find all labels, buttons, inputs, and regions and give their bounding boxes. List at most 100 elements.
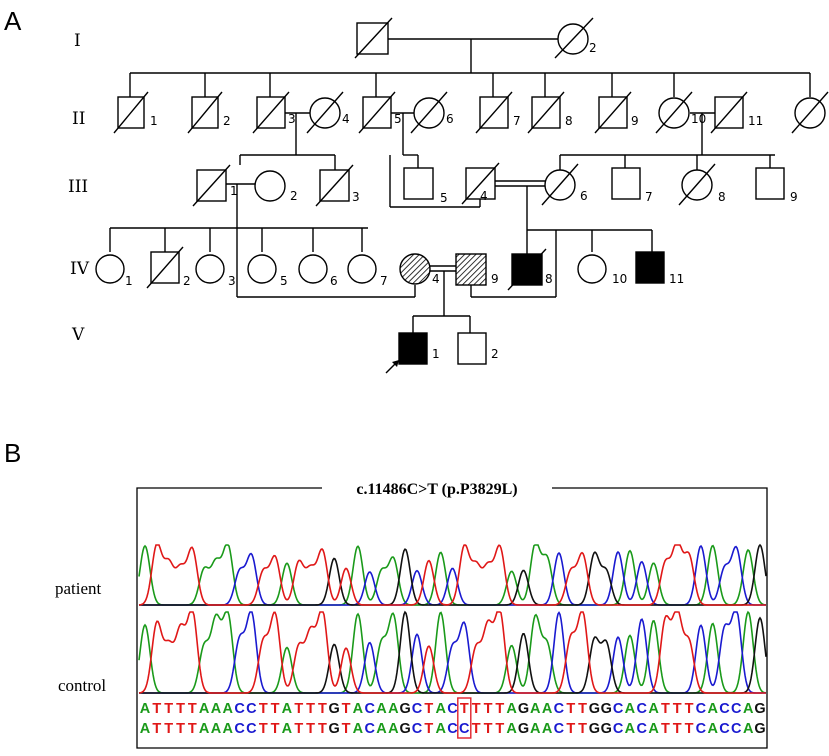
control-base-letter: T (164, 721, 173, 737)
patient-base-letter: C (246, 701, 257, 717)
patient-base-letter: A (376, 701, 387, 717)
II-11-number: 11 (748, 114, 763, 128)
patient-base-letter: T (259, 701, 268, 717)
II-1-number: 1 (150, 114, 158, 128)
control-trace-T (138, 611, 766, 694)
patient-base-letter: C (636, 701, 647, 717)
patient-base-letter: C (731, 701, 742, 717)
individual-numbers: 2 1 2 3 4 5 6 7 8 9 10 11 1 2 3 5 4 6 7 … (125, 41, 798, 361)
control-base-letter: T (188, 721, 197, 737)
control-base-letter: A (388, 721, 399, 737)
II-7-number: 7 (513, 114, 521, 128)
mutation-highlight-box (457, 697, 472, 739)
IV-1-female (95, 254, 125, 284)
IV-11-number: 11 (669, 272, 684, 286)
patient-base-letter: A (223, 701, 234, 717)
patient-base-letter: A (506, 701, 517, 717)
patient-base-letter: C (613, 701, 624, 717)
panel-b-label: B (4, 438, 21, 468)
patient-base-letter: T (152, 701, 161, 717)
III-7-number: 7 (645, 190, 653, 204)
patient-base-letter: A (211, 701, 222, 717)
patient-base-letter: G (754, 701, 765, 717)
patient-base-letter: C (719, 701, 730, 717)
II-6-number: 6 (446, 112, 454, 126)
II-4-number: 4 (342, 112, 350, 126)
II-2-number: 2 (223, 114, 231, 128)
IV-10-number: 10 (612, 272, 627, 286)
III-2-number: 2 (290, 189, 298, 203)
gen-label-III: III (68, 177, 88, 197)
chromatogram-box: c.11486C>T (p.P3829L) (136, 481, 768, 749)
IV-8-number: 8 (545, 272, 553, 286)
control-base-letter: C (234, 721, 245, 737)
control-base-letter: A (648, 721, 659, 737)
patient-base-letter: T (673, 701, 682, 717)
panel-a-label: A (4, 6, 22, 36)
control-base-letter: T (259, 721, 268, 737)
control-base-letter: C (636, 721, 647, 737)
patient-base-letter: C (447, 701, 458, 717)
IV-9-male-carrier (455, 253, 487, 286)
control-base-letter: T (484, 721, 493, 737)
control-base-letter: A (353, 721, 364, 737)
control-base-letter: A (211, 721, 222, 737)
patient-base-letter: G (329, 701, 340, 717)
patient-base-letter: T (188, 701, 197, 717)
control-base-letter: A (140, 721, 151, 737)
patient-base-letter: T (164, 701, 173, 717)
patient-base-letter: T (318, 701, 327, 717)
control-chromatogram-trace (138, 610, 767, 694)
control-base-letter: A (542, 721, 553, 737)
IV-3-female (195, 254, 225, 284)
patient-base-letter: A (707, 701, 718, 717)
control-base-letter: G (754, 721, 765, 737)
control-base-letter: T (306, 721, 315, 737)
IV-7-number: 7 (380, 274, 388, 288)
patient-base-letter: T (306, 701, 315, 717)
gen-label-V: V (71, 325, 85, 345)
patient-base-letter: G (601, 701, 612, 717)
patient-base-letter: T (484, 701, 493, 717)
control-base-letter: C (696, 721, 707, 737)
patient-base-letter: T (472, 701, 481, 717)
control-base-letter: G (400, 721, 411, 737)
patient-base-letter: T (685, 701, 694, 717)
mutation-title: c.11486C>T (p.P3829L) (356, 481, 517, 498)
patient-base-letter: T (271, 701, 280, 717)
control-base-letter: A (223, 721, 234, 737)
II-5-number: 5 (394, 112, 402, 126)
patient-base-letter: A (282, 701, 293, 717)
control-track-label: control (58, 676, 106, 695)
gen-label-I: I (74, 31, 81, 51)
control-base-letter: C (447, 721, 458, 737)
gen-label-IV: IV (70, 259, 90, 279)
patient-base-letter: C (554, 701, 565, 717)
IV-2-number: 2 (183, 274, 191, 288)
control-base-letter: G (329, 721, 340, 737)
control-base-letter: A (506, 721, 517, 737)
patient-chromatogram-trace (138, 543, 767, 606)
control-base-letter: A (376, 721, 387, 737)
control-base-letter: A (199, 721, 210, 737)
patient-base-letter: A (388, 701, 399, 717)
V-1-male-affected-proband (398, 332, 428, 365)
control-base-letter: A (743, 721, 754, 737)
control-base-letter: G (601, 721, 612, 737)
control-base-letter: C (613, 721, 624, 737)
control-base-letter: C (719, 721, 730, 737)
patient-base-letter: T (661, 701, 670, 717)
III-8-number: 8 (718, 190, 726, 204)
patient-base-letter: T (578, 701, 587, 717)
patient-base-letter: C (364, 701, 375, 717)
control-base-letter: T (342, 721, 351, 737)
II-8-number: 8 (565, 114, 573, 128)
control-base-letter: T (294, 721, 303, 737)
control-base-letter: T (685, 721, 694, 737)
patient-base-letter: G (589, 701, 600, 717)
IV-4-female-carrier (399, 253, 431, 285)
control-base-letter: A (707, 721, 718, 737)
V-2-male (457, 332, 487, 365)
control-base-letter: C (364, 721, 375, 737)
